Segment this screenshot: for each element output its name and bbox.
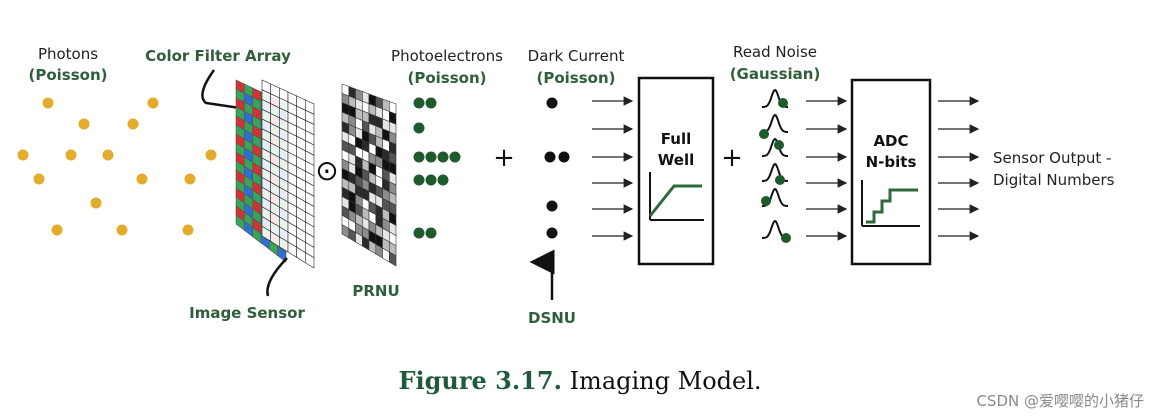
photoelectron-dot (413, 227, 425, 239)
image-sensor-grid (261, 79, 315, 269)
photoelectron-dot (413, 151, 425, 163)
cfa-cell (277, 245, 287, 263)
photoelectron-dot (413, 174, 425, 186)
photon-dot (65, 149, 77, 161)
noise-sample-dot (774, 140, 784, 150)
dark-current-dot (546, 200, 558, 212)
sensor-cell (304, 251, 315, 269)
dark-current-distribution-label: (Poisson) (537, 69, 616, 87)
photoelectron-dot (413, 122, 425, 134)
adc-label-line1: ADC (873, 132, 908, 150)
dsnu-label: DSNU (528, 309, 576, 327)
plus-sign-1: + (493, 143, 515, 173)
dark-current-dots (544, 97, 570, 239)
cfa-label: Color Filter Array (145, 47, 291, 65)
full-well-label-line2: Well (658, 151, 694, 169)
arrows-into-full-well (592, 96, 634, 241)
dark-current-label: Dark Current (528, 47, 625, 65)
noise-sample-dot (775, 175, 785, 185)
prnu-cell (388, 251, 397, 267)
arrows-into-adc (806, 96, 848, 241)
hadamard-product-symbol: ⊙ (315, 154, 338, 187)
prnu-label: PRNU (352, 282, 399, 300)
prnu-pattern (341, 83, 397, 267)
photon-dot (136, 173, 148, 185)
dark-current-dot (546, 97, 558, 109)
sensor-output-label-line1: Sensor Output - (993, 149, 1111, 167)
photoelectron-dot (449, 151, 461, 163)
adc-label-line2: N-bits (866, 153, 917, 171)
figure-title: Imaging Model. (569, 367, 762, 395)
noise-sample-dot (778, 98, 788, 108)
photoelectrons-label: Photoelectrons (391, 47, 503, 65)
full-well-box (637, 76, 715, 266)
noise-sample-dot (761, 196, 771, 206)
photoelectron-dot (425, 174, 437, 186)
output-arrows (938, 96, 980, 241)
figure-number: Figure 3.17. (398, 366, 562, 395)
adc-staircase-graph (861, 180, 920, 227)
read-noise-distribution-label: (Gaussian) (730, 65, 821, 83)
read-noise-label: Read Noise (733, 43, 817, 61)
adc-box (850, 78, 932, 266)
photon-dot (147, 97, 159, 109)
dark-current-dot (546, 227, 558, 239)
photoelectron-dot (437, 174, 449, 186)
photon-dot (17, 149, 29, 161)
photon-dot (205, 149, 217, 161)
noise-sample-dot (759, 129, 769, 139)
photon-dot (90, 197, 102, 209)
full-well-label-line1: Full (661, 130, 691, 148)
photon-dot (184, 173, 196, 185)
photon-dot (102, 149, 114, 161)
photoelectron-dots (413, 97, 461, 239)
photon-dot (116, 224, 128, 236)
plus-sign-2: + (721, 143, 743, 173)
sensor-output-label-line2: Digital Numbers (993, 171, 1115, 189)
image-sensor-label: Image Sensor (189, 304, 305, 322)
gaussian-curve (762, 137, 788, 157)
photon-dots (17, 97, 217, 236)
photons-label: Photons (38, 45, 98, 63)
photoelectron-dot (437, 151, 449, 163)
dark-current-dot (558, 151, 570, 163)
image-sensor-pointer-line (266, 257, 288, 297)
photoelectron-dot (425, 151, 437, 163)
photon-dot (78, 118, 90, 130)
watermark: CSDN @爱嘤嘤的小猪仔 (976, 392, 1144, 410)
figure-caption: Figure 3.17. Imaging Model. (0, 366, 1160, 395)
photoelectron-dot (413, 97, 425, 109)
photon-dot (182, 224, 194, 236)
photoelectron-dot (425, 97, 437, 109)
cfa-pointer-line (201, 69, 241, 110)
dark-current-dot (544, 151, 556, 163)
photon-dot (127, 118, 139, 130)
photoelectrons-distribution-label: (Poisson) (408, 69, 487, 87)
noise-sample-dot (781, 233, 791, 243)
gaussian-noise-curves (759, 88, 791, 243)
photon-dot (33, 173, 45, 185)
photon-dot (42, 97, 54, 109)
full-well-saturation-graph (648, 172, 704, 221)
photons-distribution-label: (Poisson) (29, 66, 108, 84)
photoelectron-dot (425, 227, 437, 239)
photon-dot (51, 224, 63, 236)
